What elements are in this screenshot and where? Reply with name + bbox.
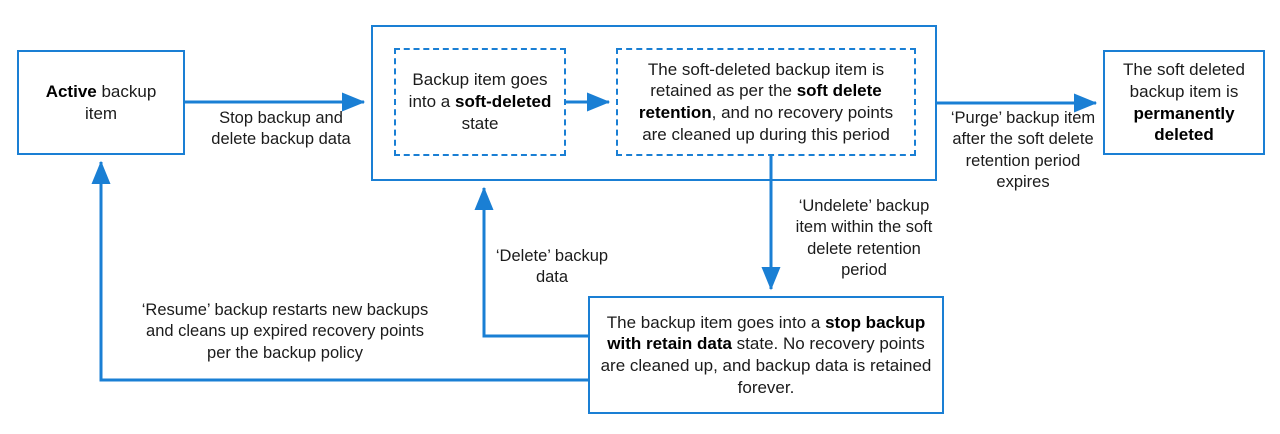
- node-soft-delete-retention-label: The soft-deleted backup item is retained…: [638, 59, 894, 144]
- edge-label-undelete: ‘Undelete’ backup item within the soft d…: [795, 197, 933, 280]
- node-permanently-deleted-label: The soft deleted backup item is permanen…: [1123, 60, 1245, 145]
- node-soft-deleted-state[interactable]: Backup item goes into a soft-deleted sta…: [394, 48, 566, 156]
- edge-label-purge: ‘Purge’ backup item after the soft delet…: [950, 109, 1096, 192]
- node-soft-delete-retention[interactable]: The soft-deleted backup item is retained…: [616, 48, 916, 156]
- edge-label-delete: ‘Delete’ backup data: [495, 247, 609, 287]
- node-permanently-deleted[interactable]: The soft deleted backup item is permanen…: [1103, 50, 1265, 155]
- edge-label-stop-backup: Stop backup and delete backup data: [211, 109, 351, 149]
- edge-label-resume: ‘Resume’ backup restarts new backups and…: [141, 301, 429, 362]
- node-stop-backup-with-retain-data-label: The backup item goes into a stop backup …: [600, 312, 932, 397]
- node-active-backup-item[interactable]: Active backup item: [17, 50, 185, 155]
- node-active-backup-item-label: Active backup item: [45, 81, 157, 123]
- soft-delete-group-container: [371, 25, 937, 181]
- node-stop-backup-with-retain-data[interactable]: The backup item goes into a stop backup …: [588, 296, 944, 414]
- node-soft-deleted-state-label: Backup item goes into a soft-deleted sta…: [408, 70, 552, 133]
